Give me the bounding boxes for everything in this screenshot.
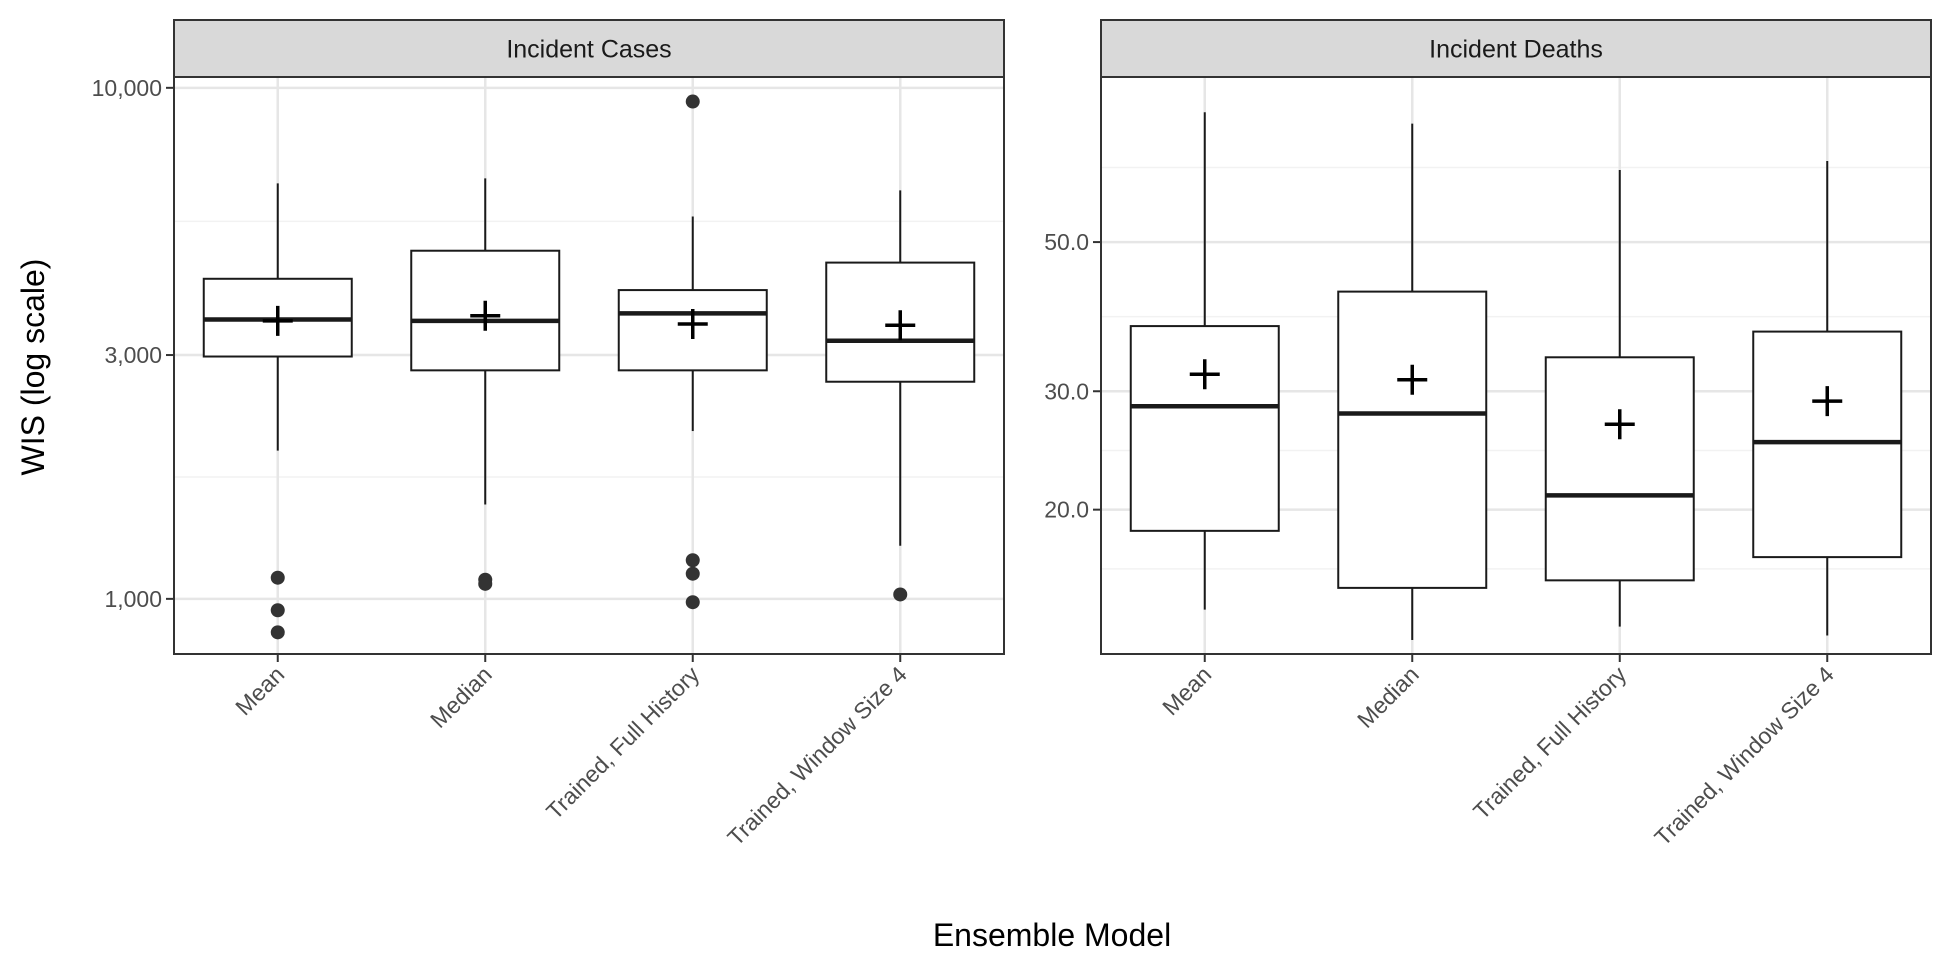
strip-label: Incident Deaths xyxy=(1429,36,1603,64)
x-tick-label: Trained, Full History xyxy=(541,661,705,825)
y-tick-label: 20.0 xyxy=(1044,497,1089,523)
x-tick-label: Median xyxy=(1352,661,1424,733)
x-tick-label: Trained, Window Size 4 xyxy=(722,661,912,851)
mean-marker xyxy=(262,305,293,336)
box-body xyxy=(617,289,768,372)
box-3 xyxy=(1544,169,1695,627)
box-2 xyxy=(1337,123,1488,640)
box-3 xyxy=(617,94,768,610)
outlier-point xyxy=(270,570,285,585)
strip xyxy=(173,19,1005,78)
box-4 xyxy=(825,190,976,602)
box-body xyxy=(1544,356,1695,582)
mean-marker xyxy=(1397,364,1428,395)
y-tick-label: 3,000 xyxy=(104,342,162,368)
outlier-point xyxy=(685,553,700,568)
mean-marker xyxy=(1604,409,1635,440)
y-tick-label: 30.0 xyxy=(1044,378,1089,404)
y-tick-label: 10,000 xyxy=(92,75,162,101)
mean-marker xyxy=(677,309,708,340)
x-tick-label: Median xyxy=(425,661,497,733)
box-body xyxy=(1129,325,1280,532)
box-1 xyxy=(1129,112,1280,610)
x-axis-title: Ensemble Model xyxy=(933,917,1171,953)
outlier-point xyxy=(893,587,908,602)
box-2 xyxy=(410,178,561,591)
box-1 xyxy=(202,183,353,640)
box-body xyxy=(1337,290,1488,589)
outlier-point xyxy=(685,566,700,581)
strip xyxy=(1100,19,1932,78)
y-tick-label: 1,000 xyxy=(104,586,162,612)
x-tick-label: Trained, Full History xyxy=(1468,661,1632,825)
y-axis-title: WIS (log scale) xyxy=(15,259,51,476)
outlier-point xyxy=(685,595,700,610)
mean-marker xyxy=(1189,359,1220,390)
outlier-point xyxy=(270,625,285,640)
strip-label: Incident Cases xyxy=(506,36,671,64)
y-tick-label: 50.0 xyxy=(1044,229,1089,255)
box-4 xyxy=(1752,161,1903,636)
x-tick-label: Mean xyxy=(230,661,289,720)
outlier-point xyxy=(478,576,493,591)
mean-marker xyxy=(885,310,916,341)
mean-marker xyxy=(1812,386,1843,417)
outlier-point xyxy=(270,603,285,618)
outlier-point xyxy=(685,94,700,109)
x-tick-label: Trained, Window Size 4 xyxy=(1649,661,1839,851)
mean-marker xyxy=(470,300,501,331)
x-tick-label: Mean xyxy=(1157,661,1216,720)
